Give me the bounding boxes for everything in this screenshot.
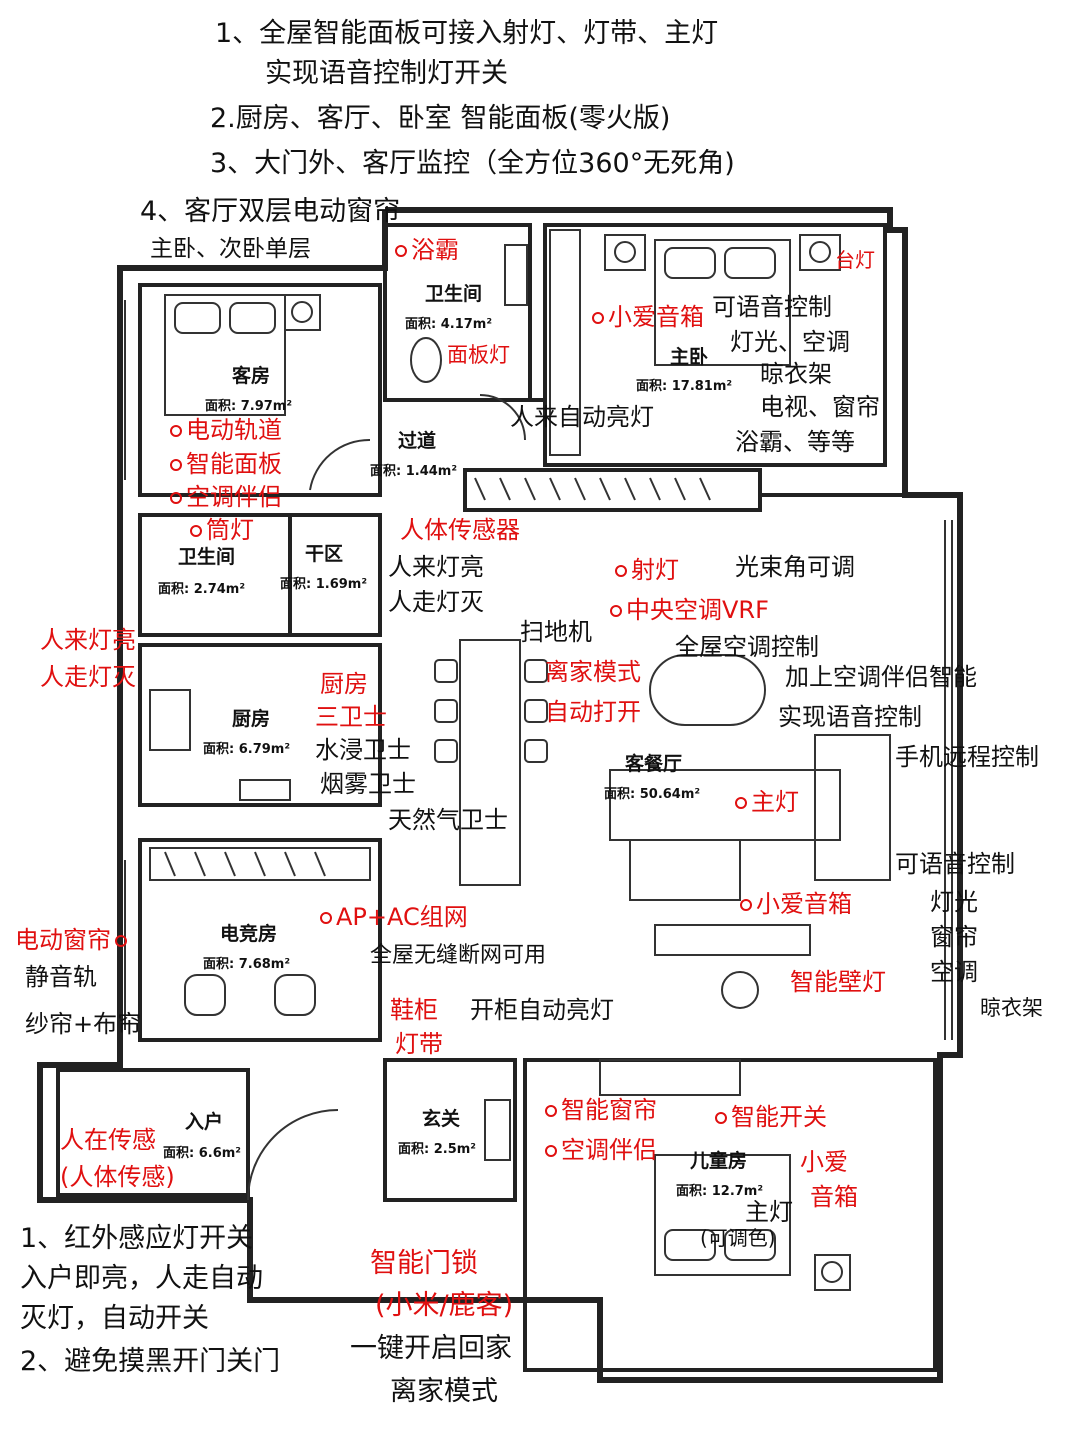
room-hall-area: 面积: 1.44m² (370, 464, 458, 479)
note-lock: 智能门锁 (370, 1248, 478, 1279)
note-smoke-guard: 烟雾卫士 (320, 770, 416, 798)
note-master-items-1: 灯光、空调 (730, 328, 850, 356)
note-auto-light: 人来自动亮灯 (510, 403, 654, 431)
note-taideng: 台灯 (835, 248, 875, 272)
top-note-2: 实现语音控制灯开关 (265, 58, 508, 89)
note-silent-rail: 静音轨 (25, 963, 97, 991)
note-master-voice: 可语音控制 (712, 293, 832, 321)
bottom-note-3: 灭灯，自动开关 (20, 1303, 209, 1334)
note-living-light: 灯光 (930, 888, 978, 916)
note-living-voice: 可语音控制 (895, 850, 1015, 878)
room-bath1-name: 卫生间 (425, 283, 483, 305)
note-water-guard: 水浸卫士 (315, 736, 411, 764)
note-light-strip: 灯带 (395, 1030, 443, 1058)
note-three-guards: 三卫士 (315, 703, 387, 731)
note-speaker-kids-2: 音箱 (810, 1183, 858, 1211)
top-note-3: 2.厨房、客厅、卧室 智能面板(零火版) (210, 103, 671, 134)
note-people-light-1: 人来灯亮 (388, 553, 484, 581)
note-human-light-left-2: 人走灯灭 (40, 663, 136, 691)
note-speaker-living: 小爱音箱 (740, 892, 852, 916)
room-esports-area: 面积: 7.68m² (203, 957, 291, 972)
top-note-4: 3、大门外、客厅监控（全方位360°无死角) (210, 148, 735, 179)
room-foyer-area: 面积: 2.5m² (398, 1142, 476, 1157)
room-living-area: 面积: 50.64m² (604, 787, 701, 802)
note-bath-heater: 浴霸 (395, 238, 459, 262)
top-note-6: 主卧、次卧单层 (150, 236, 311, 262)
room-master-area: 面积: 17.81m² (636, 379, 733, 394)
note-panel-light: 面板灯 (447, 343, 510, 367)
note-robot: 扫地机 (520, 618, 592, 646)
room-entry-name: 入户 (185, 1111, 224, 1133)
room-kids-area: 面积: 12.7m² (676, 1184, 764, 1199)
note-human-light-left-1: 人来灯亮 (40, 626, 136, 654)
room-dry-area: 面积: 1.69m² (280, 577, 368, 592)
room-kitchen-name: 厨房 (232, 708, 271, 730)
room-guest-area: 面积: 7.97m² (205, 399, 293, 414)
note-leave-mode: 离家模式 (390, 1376, 498, 1407)
room-foyer-name: 玄关 (422, 1108, 461, 1130)
note-smart-curtain: 智能窗帘 (545, 1098, 657, 1122)
note-master-items-2: 晾衣架 (760, 360, 832, 388)
note-smart-switch: 智能开关 (715, 1105, 827, 1129)
note-kids-light: 主灯 (745, 1198, 793, 1226)
note-curtain-ctrl: 纱帘+布帘 (25, 1010, 142, 1038)
note-spotlight: 射灯 (615, 558, 679, 582)
note-curtain-esports: 电动窗帘 (15, 928, 131, 952)
note-voice-ctrl: 实现语音控制 (778, 703, 922, 731)
room-hall-name: 过道 (398, 430, 437, 452)
note-ap-ac: AP+AC组网 (320, 905, 468, 929)
note-whole-ac: 全屋空调控制 (675, 633, 819, 661)
note-shoe-cabinet: 鞋柜 (390, 996, 438, 1024)
note-kids-dim: (可调色) (700, 1226, 776, 1250)
room-master-name: 主卧 (670, 346, 709, 368)
note-human-sensor-entry: (人体传感) (60, 1163, 175, 1191)
note-master-items-4: 浴霸、等等 (735, 428, 855, 456)
note-main-light: 主灯 (735, 790, 799, 814)
room-esports-name: 电竞房 (220, 923, 278, 945)
note-wall-lamp: 智能壁灯 (790, 968, 886, 996)
bottom-note-2: 入户即亮，人走自动 (20, 1263, 263, 1294)
note-kitchen-guard: 厨房 (320, 670, 368, 698)
note-living-rack: 晾衣架 (980, 996, 1043, 1020)
room-living-name: 客餐厅 (625, 753, 683, 775)
note-people-light-2: 人走灯灭 (388, 588, 484, 616)
note-hall-light: 筒灯 (190, 518, 254, 542)
note-rail: 电动轨道 (170, 418, 282, 442)
room-bath2-area: 面积: 2.74m² (158, 582, 246, 597)
room-entry-area: 面积: 6.6m² (163, 1146, 241, 1161)
bottom-note-1: 1、红外感应灯开关 (20, 1223, 254, 1254)
room-bath1-area: 面积: 4.17m² (405, 317, 493, 332)
note-cabinet-light: 开柜自动亮灯 (470, 996, 614, 1024)
note-gas-guard: 天然气卫士 (388, 806, 508, 834)
bottom-note-4: 2、避免摸黑开门关门 (20, 1346, 281, 1377)
note-living-ac: 空调 (930, 958, 978, 986)
note-ac-companion-guest: 空调伴侣 (170, 485, 282, 509)
note-living-curtain: 窗帘 (930, 923, 978, 951)
note-human-sensor-hall: 人体传感器 (400, 516, 520, 544)
room-bath2-name: 卫生间 (178, 546, 236, 568)
note-beam-adjust: 光束角可调 (735, 553, 855, 581)
note-speaker-kids-1: 小爱 (800, 1148, 848, 1176)
note-remote: 手机远程控制 (895, 743, 1039, 771)
note-one-key: 一键开启回家 (350, 1333, 512, 1364)
room-kids-name: 儿童房 (690, 1150, 748, 1172)
note-master-items-3: 电视、窗帘 (760, 393, 880, 421)
note-panel: 智能面板 (170, 452, 282, 476)
note-auto-open: 自动打开 (545, 698, 641, 726)
room-guest-name: 客房 (232, 365, 271, 387)
note-ac-companion-kids: 空调伴侣 (545, 1138, 657, 1162)
top-note-5: 4、客厅双层电动窗帘 (140, 196, 401, 227)
note-away-mode: 离家模式 (545, 658, 641, 686)
top-note-1: 1、全屋智能面板可接入射灯、灯带、主灯 (215, 18, 719, 49)
note-lock-brand: (小米/鹿客) (375, 1290, 514, 1321)
room-kitchen-area: 面积: 6.79m² (203, 742, 291, 757)
note-presence: 人在传感 (60, 1126, 156, 1154)
room-dry-name: 干区 (305, 543, 344, 565)
note-ac-add: 加上空调伴侣智能 (785, 663, 977, 691)
note-wifi: 全屋无缝断网可用 (370, 943, 547, 968)
note-speaker-master: 小爱音箱 (592, 305, 704, 329)
note-vrf: 中央空调VRF (610, 598, 769, 622)
